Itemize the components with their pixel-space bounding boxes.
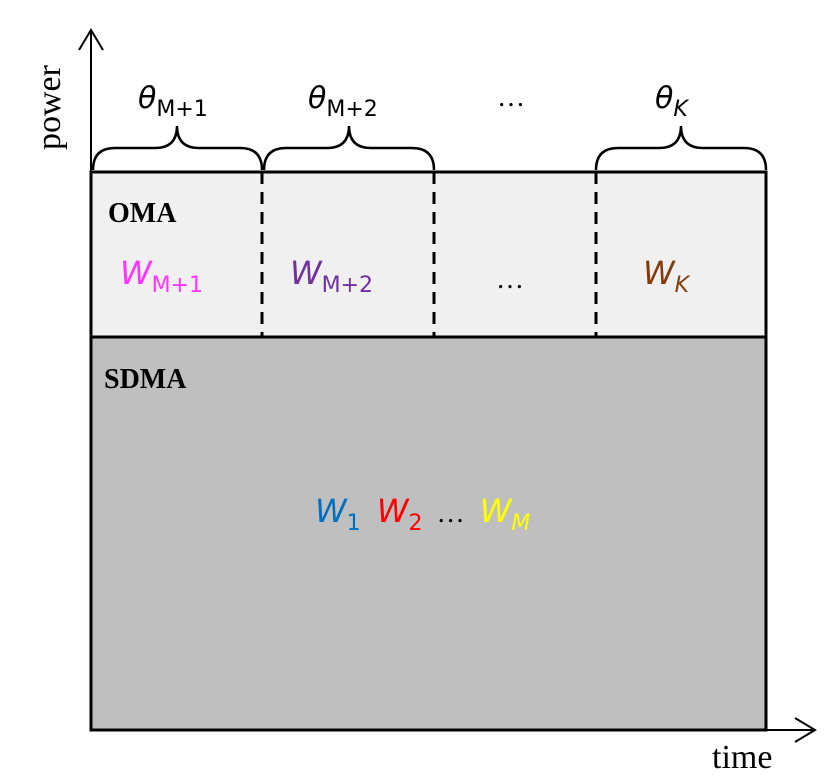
sdma-ellipsis: … <box>439 498 464 529</box>
w-1-subscript: 1 <box>347 511 361 536</box>
w-m: W <box>480 492 513 530</box>
w-subscript: M+2 <box>322 273 373 298</box>
w-m-subscript: M <box>511 511 530 536</box>
w-m-plus-1: WM+1 <box>120 254 203 298</box>
w-2-subscript: 2 <box>408 511 422 536</box>
theta-subscript: M+1 <box>156 97 207 122</box>
y-axis-label: power <box>31 64 68 150</box>
w-1: W <box>315 492 348 530</box>
theta-symbol: θ <box>138 81 156 116</box>
x-axis-label: time <box>712 739 772 776</box>
oma-region <box>89 170 768 339</box>
theta-m-plus-2: θM+2 <box>308 81 378 122</box>
w-k: WK <box>643 254 691 298</box>
w-m-plus-2: WM+2 <box>290 254 373 298</box>
oma-ellipsis: … <box>496 264 524 295</box>
w-subscript: M+1 <box>152 273 203 298</box>
theta-m-plus-1: θM+1 <box>138 81 208 122</box>
w-symbol: W <box>290 254 323 292</box>
theta-symbol: θ <box>308 81 326 116</box>
theta-symbol: θ <box>655 81 673 116</box>
w-symbol: W <box>643 254 676 292</box>
brace-k <box>594 125 768 171</box>
w-subscript: K <box>675 273 691 298</box>
braces <box>91 125 768 171</box>
w-2: W <box>377 492 410 530</box>
theta-subscript: K <box>673 97 689 122</box>
sdma-label: SDMA <box>104 364 187 395</box>
brace-2 <box>262 125 436 171</box>
theta-k: θK <box>655 81 689 122</box>
slot-dividers <box>260 172 598 337</box>
w-symbol: W <box>120 254 153 292</box>
sdma-streams: W1 W2 … WM <box>315 492 530 538</box>
brace-1 <box>91 125 264 171</box>
oma-label: OMA <box>108 198 177 229</box>
theta-ellipsis: … <box>497 82 525 113</box>
sdma-region <box>89 335 768 732</box>
theta-subscript: M+2 <box>326 97 377 122</box>
